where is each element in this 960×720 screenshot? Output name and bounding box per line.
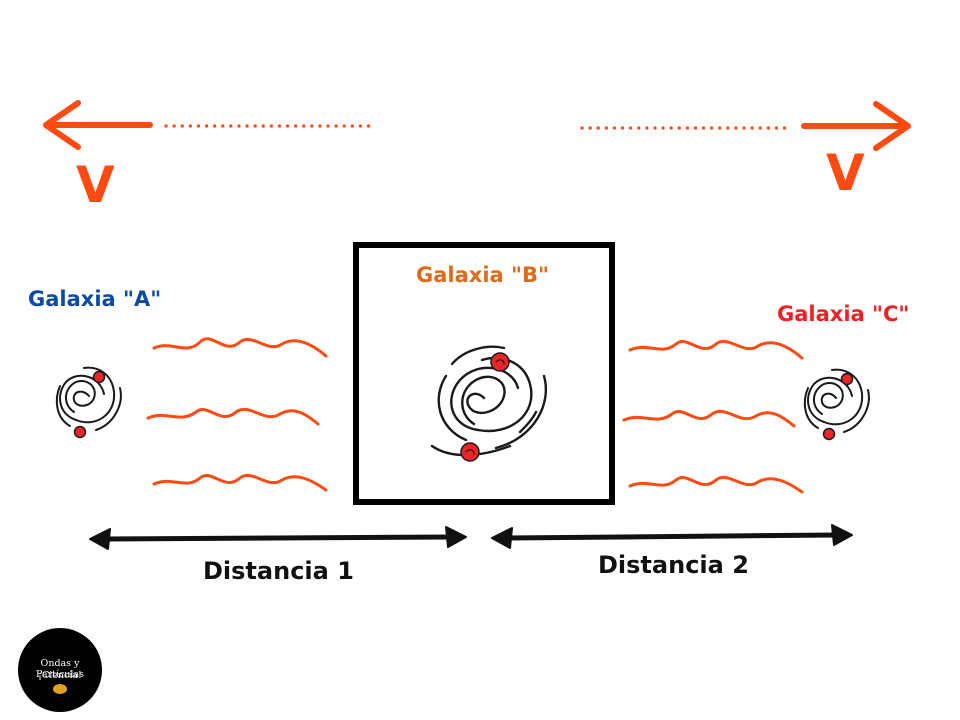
galaxy-c-icon [803, 368, 870, 441]
velocity-label-right: V [826, 144, 865, 202]
right-velocity-arrow [580, 101, 911, 151]
logo-coin-icon [53, 684, 67, 694]
light-waves-right [622, 340, 804, 494]
logo-line-2: ¡Ciencia! [38, 670, 82, 681]
galaxy-b-frame [353, 242, 615, 505]
logo-line-1: Ondas y Partículas [35, 658, 85, 680]
light-waves-left [146, 337, 328, 492]
galaxy-c-label: Galaxia "C" [777, 302, 910, 326]
brand-logo: Ondas y Partículas ¡Ciencia! [18, 628, 102, 712]
galaxy-a-icon [55, 366, 122, 439]
distance-1-label: Distancia 1 [203, 557, 354, 585]
distance-2-arrow [491, 524, 853, 549]
galaxy-b-icon [430, 345, 548, 462]
galaxy-a-label: Galaxia "A" [28, 287, 162, 311]
distance-2-label: Distancia 2 [598, 551, 749, 579]
left-velocity-arrow [43, 100, 374, 150]
velocity-label-left: V [76, 156, 115, 214]
galaxy-b-label: Galaxia "B" [416, 263, 549, 287]
distance-1-arrow [89, 526, 467, 550]
